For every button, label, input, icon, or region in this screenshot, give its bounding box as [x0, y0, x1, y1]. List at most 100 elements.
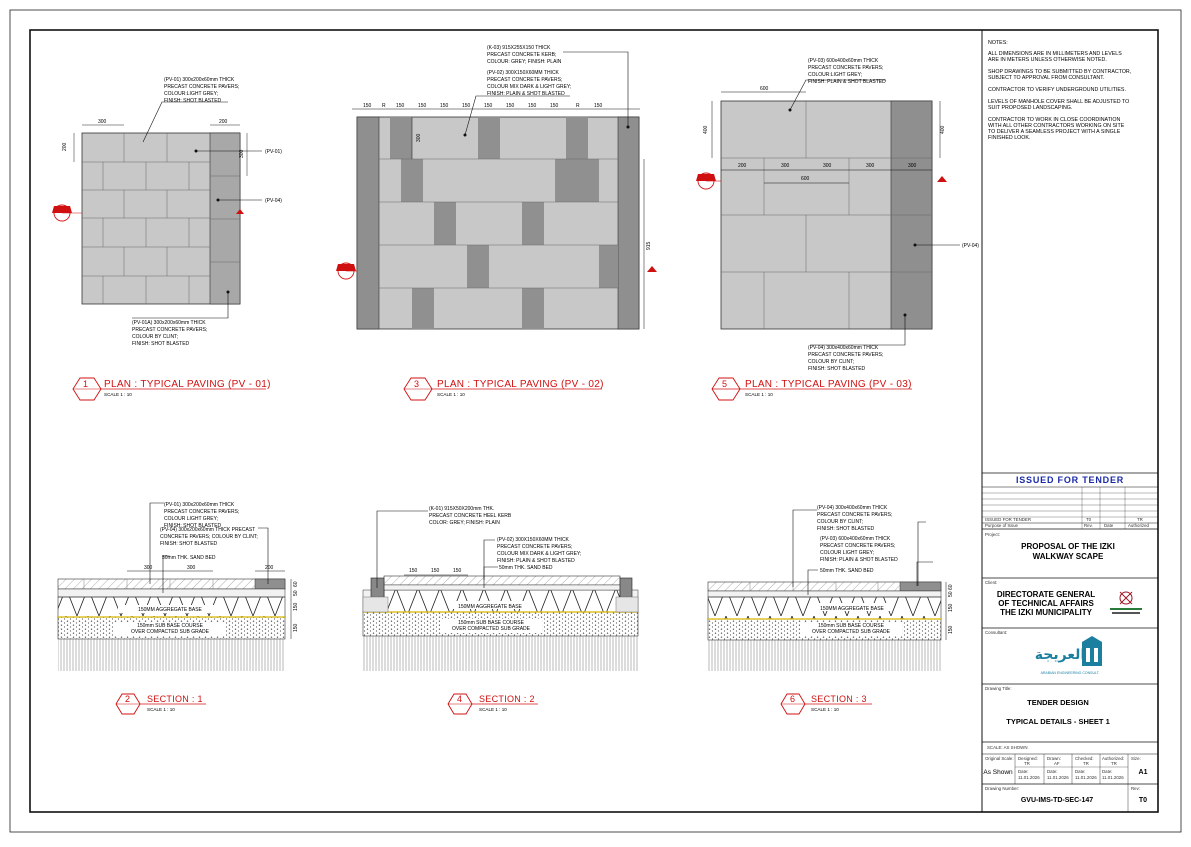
svg-text:(PV-04) 300x400x60mm THICK: (PV-04) 300x400x60mm THICK	[808, 345, 879, 351]
section1-subbase-1: 150mm SUB BASE COURSE	[137, 623, 204, 629]
section3-note-b: (PV-03) 600x400x60mm THICK PRECAST CONCR…	[820, 536, 898, 563]
drawing-title-1: TENDER DESIGN	[1027, 698, 1089, 707]
plan5-dim: 300	[866, 163, 875, 169]
date-label: Date:	[1075, 769, 1086, 774]
rev-label: Rev:	[1131, 786, 1140, 791]
section2-dim: 150	[431, 568, 440, 574]
svg-text:FINISH: SHOT BLASTED: FINISH: SHOT BLASTED	[132, 341, 190, 347]
svg-text:PRECAST CONCRETE PAVERS;: PRECAST CONCRETE PAVERS;	[808, 352, 883, 358]
section1-dim: 300	[187, 565, 196, 571]
section3-dim: 50	[948, 591, 954, 597]
section1-dim: 150	[293, 623, 299, 632]
note-line: SHOP DRAWINGS TO BE SUBMITTED BY CONTRAC…	[988, 69, 1131, 75]
svg-text:COLOUR BY CLINT;: COLOUR BY CLINT;	[817, 519, 863, 525]
plan5-note-top: (PV-03) 600x400x60mm THICK PRECAST CONCR…	[808, 58, 886, 85]
client-line-1: DIRECTORATE GENERAL	[997, 590, 1095, 599]
checked-value: TR	[1083, 761, 1089, 766]
notes-heading: NOTES:	[988, 40, 1008, 46]
note-line: SUBJECT TO APPROVAL FROM CONSULTANT.	[988, 75, 1104, 81]
plan5-note-bottom: (PV-04) 300x400x60mm THICK PRECAST CONCR…	[808, 345, 883, 372]
title-block-text: ISSUED FOR TENDER ISSUED FOR TENDER T0 T…	[983, 475, 1149, 804]
svg-text:PRECAST CONCRETE PAVERS;: PRECAST CONCRETE PAVERS;	[164, 84, 239, 90]
plan-pv-03: 600 400 400 200 300 300 300 300 600 (PV-…	[696, 58, 979, 372]
section2-note-a: (K-01) 915X50X200mm THK. PRECAST CONCRET…	[429, 506, 512, 526]
section3-title-text: SECTION : 3	[811, 694, 867, 704]
plan3-scale: SCALE 1 : 10	[437, 392, 465, 397]
section1-note-b: (PV-04) 300x200x60mm THICK PRECAST CONCR…	[160, 527, 258, 547]
scale-note: SCALE: AS SHOWN	[987, 745, 1028, 750]
svg-text:(PV-03) 600x400x60mm THICK: (PV-03) 600x400x60mm THICK	[820, 536, 891, 542]
drawing-number-label: Drawing Number:	[985, 786, 1019, 791]
plan3-dim: 150	[440, 103, 449, 109]
plan3-dim: 150	[462, 103, 471, 109]
plan3-dim: 300	[416, 133, 422, 142]
section1-scale: SCALE 1 : 10	[147, 707, 175, 712]
svg-text:(PV-04) 300x200x60mm THICK PRE: (PV-04) 300x200x60mm THICK PRECAST	[160, 527, 255, 533]
svg-text:PRECAST CONCRETE PAVERS;: PRECAST CONCRETE PAVERS;	[497, 544, 572, 550]
svg-text:COLOR: GREY; FINISH: PLAIN: COLOR: GREY; FINISH: PLAIN	[429, 520, 500, 526]
client-line-2: OF TECHNICAL AFFAIRS	[998, 599, 1094, 608]
section2-number: 4	[457, 694, 462, 704]
plan3-note-pavers: (PV-02) 300X150X60MM THICK PRECAST CONCR…	[487, 70, 571, 97]
designed-value: TR	[1024, 761, 1030, 766]
plan1-dim-1: 300	[98, 119, 107, 125]
authorized-value: TR	[1111, 761, 1117, 766]
section2-note-b: (PV-02) 300X150X60MM THICK PRECAST CONCR…	[497, 537, 581, 564]
section2-dim: 150	[409, 568, 418, 574]
date-label: Date:	[1047, 769, 1058, 774]
size-label: Size:	[1131, 756, 1141, 761]
svg-text:COLOUR MIX DARK & LIGHT GREY;: COLOUR MIX DARK & LIGHT GREY;	[487, 84, 571, 90]
svg-text:(PV-04) 300x400x60mm THICK: (PV-04) 300x400x60mm THICK	[817, 505, 888, 511]
svg-text:COLOUR LIGHT GREY;: COLOUR LIGHT GREY;	[164, 516, 218, 522]
plan3-dim: 150	[363, 103, 372, 109]
title-block	[982, 472, 1158, 812]
section1-sandbed: 50mm THK. SAND BED	[162, 555, 216, 561]
drawing-number: GVU-IMS-TD-SEC-147	[1021, 797, 1093, 804]
svg-text:(PV-02) 300X150X60MM THICK: (PV-02) 300X150X60MM THICK	[487, 70, 560, 76]
plan3-number: 3	[414, 379, 419, 389]
section1-dim: 200	[265, 565, 274, 571]
svg-text:FINISH: PLAIN & SHOT BLASTED: FINISH: PLAIN & SHOT BLASTED	[487, 91, 565, 97]
drawing-title-2: TYPICAL DETAILS - SHEET 1	[1006, 717, 1109, 726]
section3-subbase-1: 150mm SUB BASE COURSE	[818, 623, 885, 629]
plan5-dim: 300	[781, 163, 790, 169]
plan1-title: 1 PLAN : TYPICAL PAVING (PV - 01) SCALE …	[72, 377, 270, 401]
project-line-1: PROPOSAL OF THE IZKI	[1021, 542, 1115, 551]
section1-title: 2 SECTION : 1 SCALE 1 : 10	[115, 693, 206, 715]
section-titles: 2 SECTION : 1 SCALE 1 : 10 4 SECTION : 2…	[115, 693, 872, 715]
svg-text:CONCRETE PAVERS; COLOUR BY CLI: CONCRETE PAVERS; COLOUR BY CLINT;	[160, 534, 258, 540]
section2-base: 150MM AGGREGATE BASE	[458, 604, 522, 610]
consultant-logo-icon	[1082, 636, 1102, 666]
plan-pv-02: 150 R 150 150 150 150 150 150 150 150 R …	[336, 45, 657, 330]
note-line: CONTRACTOR TO WORK IN CLOSE COORDINATION	[988, 117, 1121, 123]
plan3-dim: 150	[484, 103, 493, 109]
section1-base: 150MM AGGREGATE BASE	[138, 607, 202, 613]
section3-base: 150MM AGGREGATE BASE	[820, 606, 884, 612]
svg-text:FINISH: SHOT BLASTED: FINISH: SHOT BLASTED	[164, 98, 222, 104]
drawn-value: AF	[1054, 761, 1060, 766]
svg-text:(PV-01A) 300x200x60mm THICK: (PV-01A) 300x200x60mm THICK	[132, 320, 206, 326]
orig-scale-label: Original Scale:	[985, 756, 1014, 761]
designed-label: Designed:	[1018, 756, 1038, 761]
section1-title-text: SECTION : 1	[147, 694, 203, 704]
section3-number: 6	[790, 694, 795, 704]
section1-dim: 300	[144, 565, 153, 571]
section2-title-text: SECTION : 2	[479, 694, 535, 704]
project-label: Project:	[985, 532, 1000, 537]
project-line-2: WALKWAY SCAPE	[1033, 552, 1104, 561]
note-line: ALL DIMENSIONS ARE IN MILLIMETERS AND LE…	[988, 51, 1122, 57]
svg-text:PRECAST CONCRETE PAVERS;: PRECAST CONCRETE PAVERS;	[164, 509, 239, 515]
section2-dim: 150	[453, 568, 462, 574]
svg-text:(PV-01) 300x200x60mm THICK: (PV-01) 300x200x60mm THICK	[164, 502, 235, 508]
plan1-tag-pv04: (PV-04)	[265, 198, 282, 204]
date-drawn: 11.01.2026	[1047, 775, 1069, 780]
section3-sandbed: 50mm THK. SAND BED	[820, 568, 874, 574]
plan-pv-01: 300 200 200 300 (PV-01) (PV-04) (PV-01) …	[52, 77, 282, 347]
note-line: CONTRACTOR TO VERIFY UNDERGROUND UTILITI…	[988, 87, 1126, 93]
note-line: TO DELIVER A SEAMLESS PROJECT WITH A SIN…	[988, 129, 1121, 135]
consultant-label: Consultant:	[985, 630, 1007, 635]
svg-text:FINISH: PLAIN & SHOT BLASTED: FINISH: PLAIN & SHOT BLASTED	[820, 557, 898, 563]
svg-text:(PV-02) 300X150X60MM THICK: (PV-02) 300X150X60MM THICK	[497, 537, 570, 543]
plan3-dim: 150	[528, 103, 537, 109]
